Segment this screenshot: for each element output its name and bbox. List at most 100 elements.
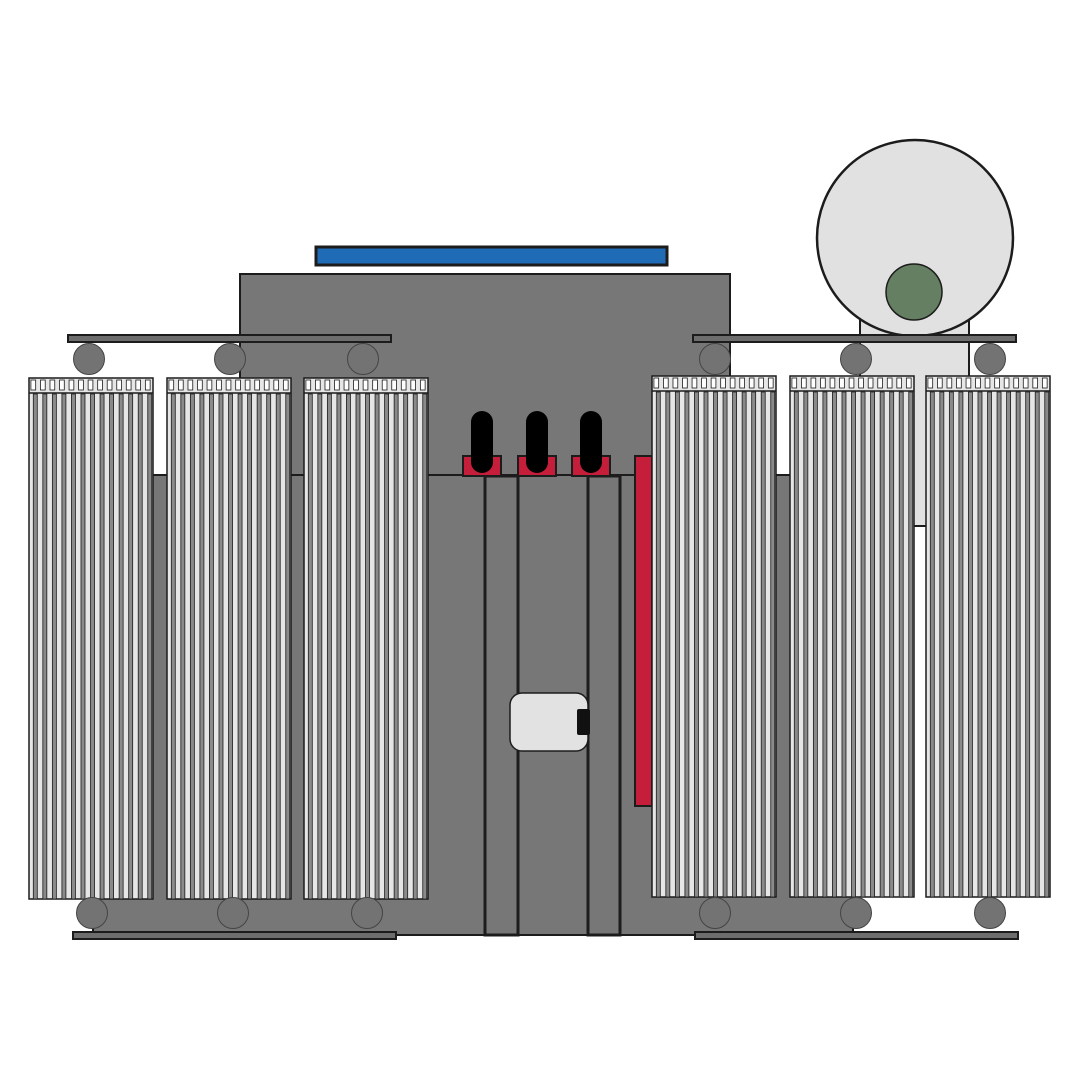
radiator-banks <box>28 375 1051 900</box>
roller-wheel-icon <box>214 343 246 375</box>
radiator-fin-cap <box>206 379 213 391</box>
roller-wheel-icon <box>217 897 249 929</box>
radiator-fin <box>1025 391 1031 898</box>
radiator-fin <box>898 391 904 898</box>
radiator-fin-cap <box>867 377 874 389</box>
radiator-fin <box>674 391 680 898</box>
radiator-fin-cap <box>858 377 864 389</box>
radiator-fin <box>365 393 370 900</box>
radiator-fin-cap <box>975 377 981 389</box>
radiator-fin-cap <box>801 377 807 389</box>
radiator-fin-bank-icon <box>789 375 915 898</box>
radiator-fin <box>793 391 799 898</box>
radiator-fin-cap <box>106 379 113 391</box>
radiator-fin-cap <box>225 379 232 391</box>
roller-group <box>73 343 1006 929</box>
radiator-fin-cap <box>729 377 736 389</box>
radiator-fin-cap <box>994 377 1000 389</box>
radiator-fin <box>346 393 351 900</box>
radiator-fin <box>42 393 48 900</box>
radiator-fin <box>958 391 964 898</box>
radiator-fin <box>237 393 243 900</box>
radiator-fin <box>189 393 195 900</box>
roller-wheel-icon <box>73 343 105 375</box>
conservator-valve-icon <box>885 263 943 321</box>
radiator-fin <box>948 391 954 898</box>
radiator-fin <box>870 391 876 898</box>
roller-wheel-icon <box>347 343 379 375</box>
roller-wheel-icon <box>974 343 1006 375</box>
roller-wheel-icon <box>76 897 108 929</box>
radiator-fin-cap <box>30 379 37 391</box>
radiator-fin <box>803 391 809 898</box>
bushing-icon <box>462 411 502 477</box>
radiator-fin <box>841 391 847 898</box>
radiator-fin-cap <box>197 379 203 391</box>
radiator-fin-cap <box>410 379 417 391</box>
radiator-fin-cap <box>49 379 56 391</box>
radiator-fin <box>422 393 428 900</box>
radiator-fin <box>1006 391 1012 898</box>
radiator-fin-cap <box>116 379 122 391</box>
radiator-fin-cap <box>710 377 717 389</box>
radiator-fin-cap <box>984 377 991 389</box>
radiator-fin-cap <box>877 377 883 389</box>
radiator-fin-cap <box>324 379 331 391</box>
radiator-fin-cap <box>40 379 46 391</box>
roller-wheel-icon <box>699 343 731 375</box>
radiator-fin-cap <box>829 377 836 389</box>
radiator-fin-cap <box>672 377 679 389</box>
radiator-fin <box>317 393 323 900</box>
radiator-fin-cap <box>125 379 132 391</box>
radiator-fin-cap <box>965 377 972 389</box>
radiator-fin <box>684 391 690 898</box>
radiator-fin-cap <box>820 377 826 389</box>
radiator-fin <box>741 391 747 898</box>
radiator-fin-cap <box>178 379 184 391</box>
radiator-fin-cap <box>1032 377 1039 389</box>
radiator-fin-cap <box>400 379 407 391</box>
radiator-fin <box>61 393 67 900</box>
radiator-fin-cap <box>235 379 241 391</box>
roller-wheel-icon <box>840 897 872 929</box>
radiator-fin-cap <box>305 379 312 391</box>
radiator-fin-cap <box>334 379 340 391</box>
radiator-fin <box>770 391 776 898</box>
radiator-fin-cap <box>87 379 94 391</box>
radiator-fin-cap <box>682 377 688 389</box>
red-indicator-bar <box>634 455 653 807</box>
radiator-fin-cap <box>59 379 65 391</box>
radiator-fin <box>412 393 418 900</box>
radiator-fin <box>732 391 738 898</box>
radiator-fin-bank-icon <box>303 377 429 900</box>
radiator-fin <box>977 391 983 898</box>
roller-wheel-icon <box>840 343 872 375</box>
radiator-fin-bank-icon <box>925 375 1051 898</box>
radiator-fin-cap <box>1013 377 1019 389</box>
radiator-fin-cap <box>739 377 745 389</box>
roller-wheel-icon <box>351 897 383 929</box>
radiator-fin <box>128 393 134 900</box>
radiator-fin <box>266 393 272 900</box>
radiator-fin-cap <box>946 377 953 389</box>
radiator-fin-cap <box>791 377 798 389</box>
radiator-fin <box>137 393 143 900</box>
radiator-fin-cap <box>653 377 660 389</box>
radiator-fin-cap <box>810 377 817 389</box>
radiator-fin-cap <box>848 377 855 389</box>
radiator-fin-cap <box>263 379 270 391</box>
radiator-fin <box>760 391 766 898</box>
radiator-fin-cap <box>78 379 84 391</box>
bushing-icon <box>571 411 611 477</box>
radiator-fin <box>228 393 233 900</box>
radiator-fin <box>860 391 866 898</box>
radiator-fin <box>987 391 992 898</box>
bushing-group <box>462 411 611 477</box>
oil-level-gauge-icon <box>509 692 589 752</box>
radiator-fin-cap <box>315 379 321 391</box>
radiator-fin <box>655 391 661 898</box>
radiator-fin <box>1034 391 1040 898</box>
radiator-fin <box>99 393 105 900</box>
radiator-fin-cap <box>767 377 774 389</box>
